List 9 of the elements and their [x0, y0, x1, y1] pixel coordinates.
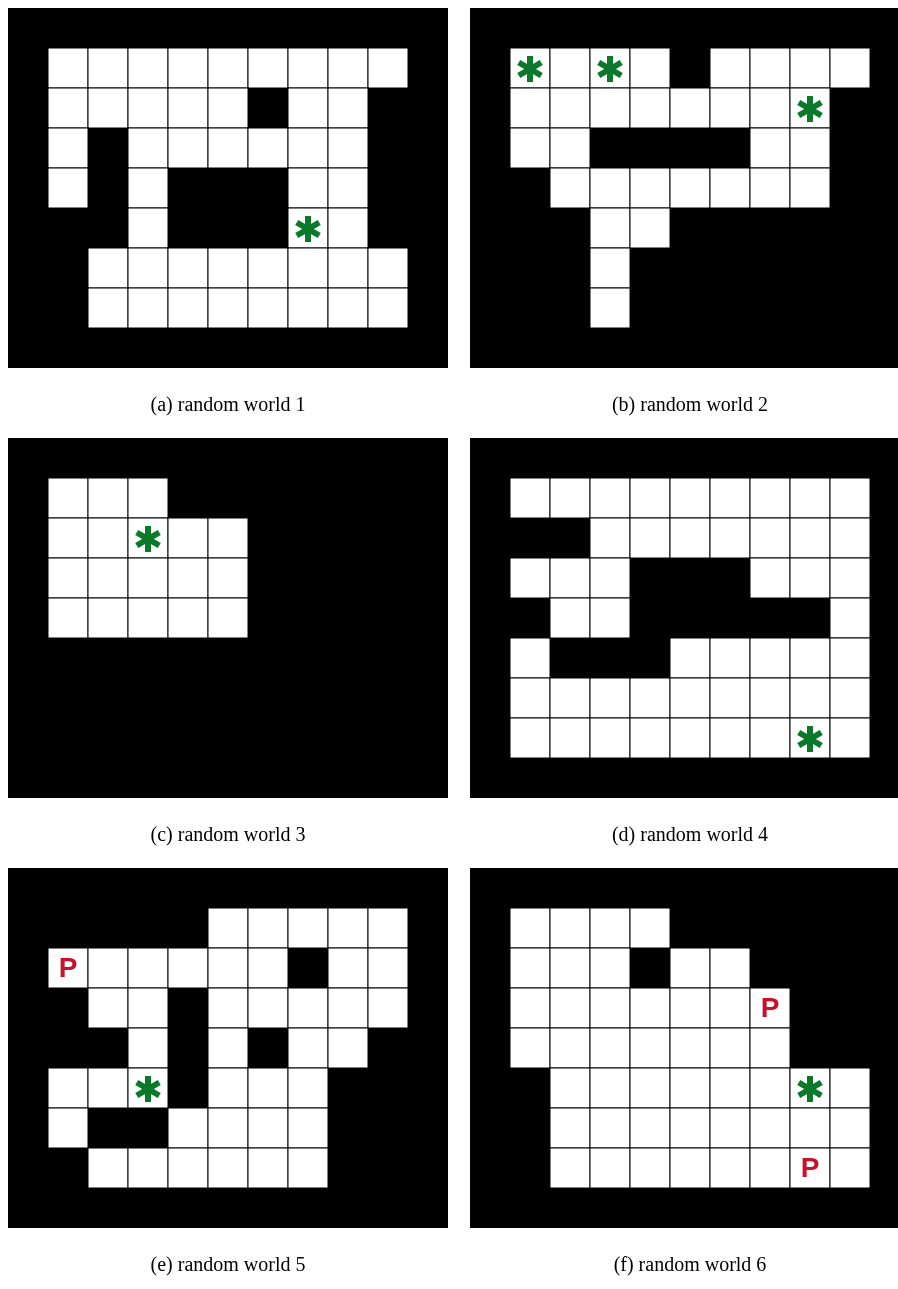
panel-caption: (d) random world 4	[611, 823, 769, 846]
panel-caption: (a) random world 1	[150, 393, 306, 416]
panel-caption: (c) random world 3	[150, 823, 306, 846]
cell-letter: P	[57, 951, 79, 985]
cell-letter: P	[759, 991, 781, 1025]
cell-letter: P	[799, 1151, 821, 1185]
panel-caption: (e) random world 5	[150, 1253, 306, 1276]
panel-caption: (f) random world 6	[613, 1253, 767, 1276]
panel-caption: (b) random world 2	[611, 393, 769, 416]
